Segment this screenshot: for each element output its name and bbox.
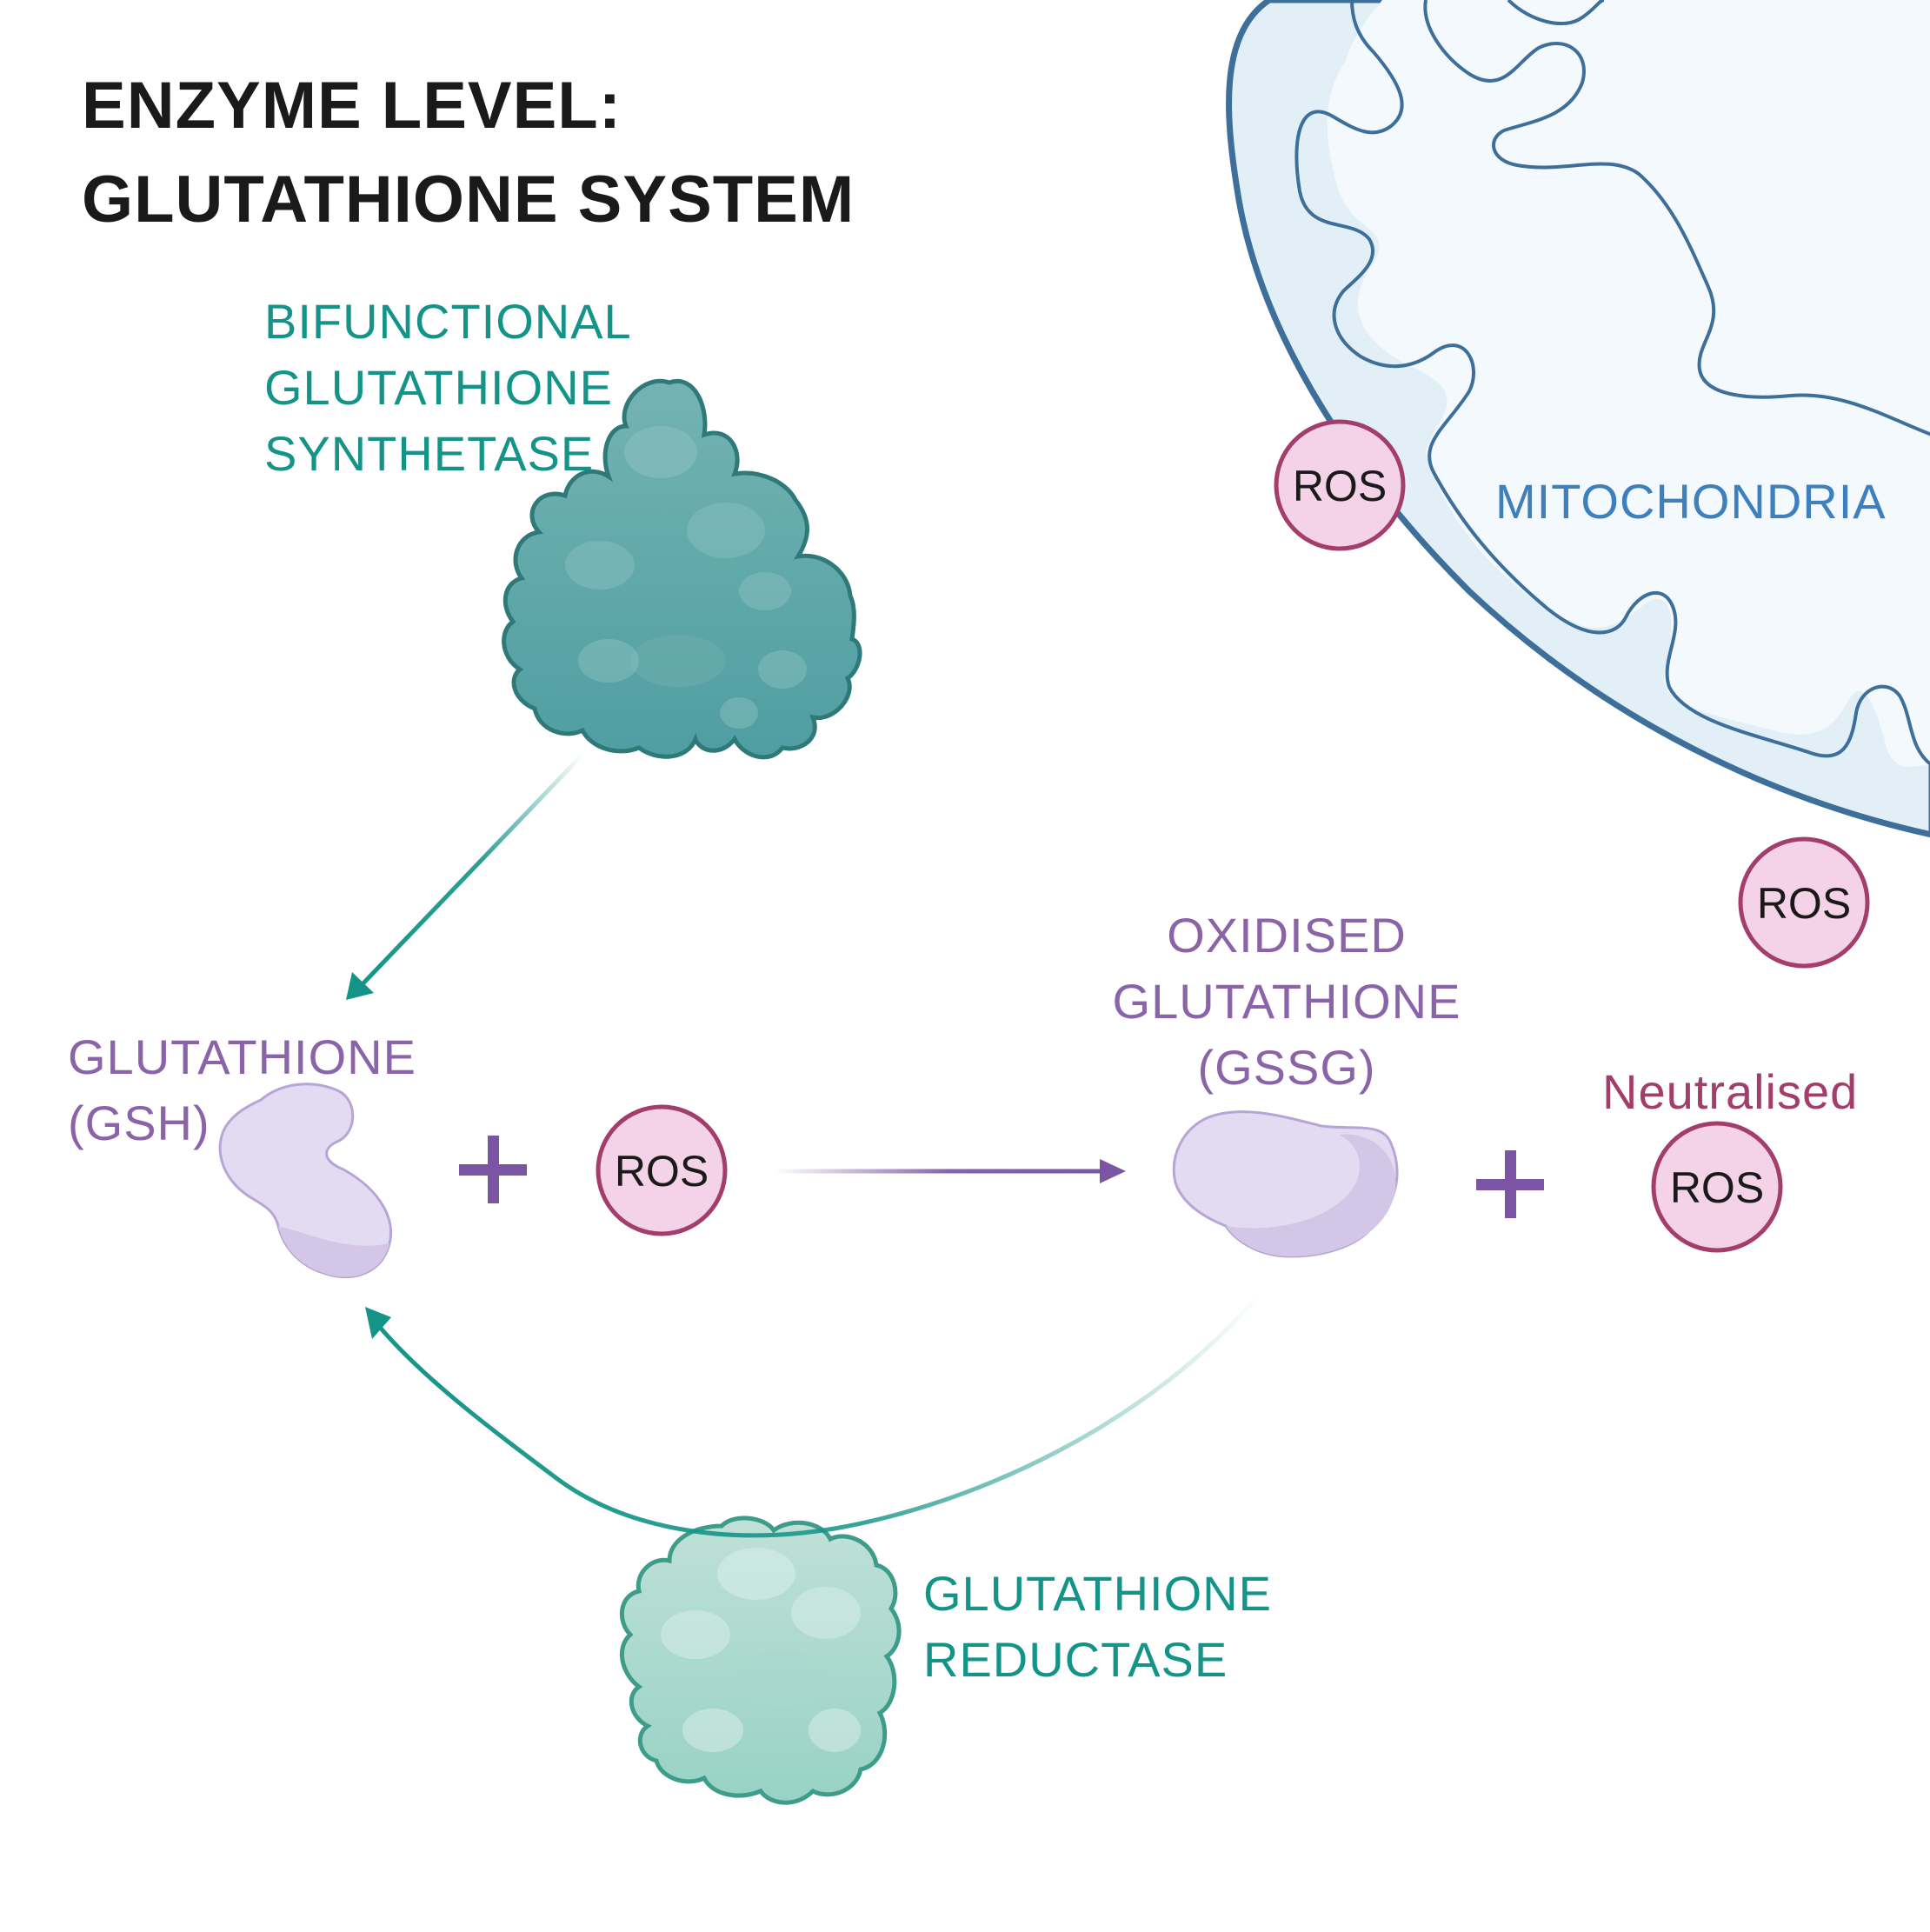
arrow-gsh-to-gssg [772, 1159, 1126, 1183]
ros-molecule-reactant: ROS [596, 1104, 728, 1236]
synthetase-label: BIFUNCTIONAL GLUTATHIONE SYNTHETASE [264, 294, 632, 481]
arrow-gssg-to-gsh-via-reductase [365, 1291, 1262, 1538]
mitochondria-inner-membrane-top [1507, 0, 1605, 25]
mitochondria-inner-membrane [1294, 0, 1930, 766]
svg-text:ROS: ROS [615, 1147, 709, 1196]
ros-molecule-neutralised: ROS [1651, 1121, 1783, 1253]
gsh-label: GLUTATHIONE (GSH) [68, 1029, 416, 1150]
synthetase-enzyme-shape [502, 378, 862, 760]
gssg-label: OXIDISED GLUTATHIONE (GSSG) [1112, 908, 1461, 1095]
ros-molecule-mito-2: ROS [1738, 836, 1870, 969]
plus-sign-1 [459, 1136, 527, 1203]
reductase-label: GLUTATHIONE REDUCTASE [923, 1566, 1272, 1687]
mitochondria-inner-membrane-upper [1423, 0, 1930, 436]
title-line-2: GLUTATHIONE SYSTEM [82, 163, 855, 237]
arrow-synthetase-to-gsh [346, 755, 582, 1000]
gssg-molecule-shape [1172, 1110, 1399, 1258]
ros-molecule-mito-1: ROS [1274, 419, 1406, 551]
reductase-enzyme-shape [619, 1516, 902, 1805]
mitochondria-label: MITOCHONDRIA [1495, 474, 1887, 529]
title-line-1: ENZYME LEVEL: [82, 69, 622, 143]
svg-text:ROS: ROS [1293, 462, 1387, 510]
svg-text:ROS: ROS [1757, 879, 1851, 928]
gsh-molecule-shape [218, 1083, 393, 1279]
neutralised-label: Neutralised [1602, 1064, 1859, 1119]
mitochondria [1226, 0, 1930, 838]
plus-sign-2 [1476, 1150, 1544, 1218]
svg-text:ROS: ROS [1670, 1163, 1764, 1212]
page-title: ENZYME LEVEL: GLUTATHIONE SYSTEM [82, 59, 855, 247]
mitochondria-cristae [1327, 0, 1930, 767]
